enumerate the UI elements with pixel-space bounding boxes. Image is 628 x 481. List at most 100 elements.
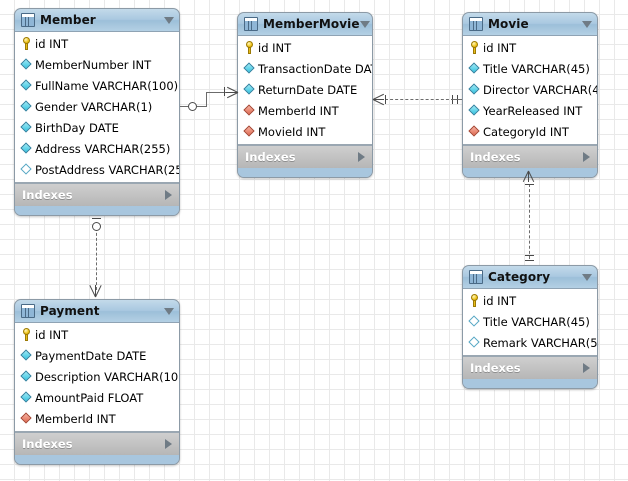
column-row[interactable]: Title VARCHAR(45) [463,311,597,332]
column-row[interactable]: Description VARCHAR(100) [15,366,179,387]
one-bar-icon [385,95,386,104]
table-title: Category [488,270,551,284]
column-row[interactable]: Remark VARCHAR(500) [463,332,597,353]
indexes-section-payment[interactable]: Indexes [15,432,179,455]
column-label: id INT [483,40,517,55]
column-label: MemberId INT [258,103,339,118]
column-row[interactable]: MovieId INT [238,121,372,142]
key-icon [21,37,32,50]
chevron-down-icon[interactable] [164,307,174,315]
chevron-right-icon[interactable] [358,152,365,162]
column-label: Title VARCHAR(45) [483,314,590,329]
table-title: Payment [40,304,100,318]
chevron-right-icon[interactable] [165,439,172,449]
table-title: Member [40,13,96,27]
table-header-member[interactable]: Member [15,9,179,32]
indexes-section-member[interactable]: Indexes [15,183,179,206]
one-bar-icon [92,218,101,219]
column-row[interactable]: Director VARCHAR(45) [463,79,597,100]
column-label: Remark VARCHAR(500) [483,335,598,350]
zero-or-one-circle-icon [92,222,101,231]
crow-foot-icon [226,86,239,99]
crow-foot-icon [522,170,535,184]
table-payment[interactable]: Payment id INT PaymentDate DATE Descript… [14,299,180,465]
diamond-blue-icon [469,83,480,96]
column-label: ReturnDate DATE [258,82,358,97]
chevron-down-icon[interactable] [164,16,174,24]
key-icon [21,328,32,341]
column-label: id INT [483,293,517,308]
chevron-down-icon[interactable] [359,20,370,28]
diamond-hollow-icon [469,315,480,328]
indexes-label: Indexes [470,361,521,375]
one-bar-icon [224,87,225,96]
diamond-blue-icon [21,370,32,383]
chevron-right-icon[interactable] [583,363,590,373]
column-row[interactable]: id INT [15,324,179,345]
key-icon [469,294,480,307]
table-columns-member: id INT MemberNumber INT FullName VARCHAR… [15,32,179,183]
column-row[interactable]: AmountPaid FLOAT [15,387,179,408]
column-row[interactable]: id INT [463,37,597,58]
indexes-section-movie[interactable]: Indexes [463,145,597,168]
column-label: TransactionDate DATE [258,61,373,76]
indexes-label: Indexes [22,437,73,451]
indexes-section-category[interactable]: Indexes [463,356,597,379]
table-member[interactable]: Member id INT MemberNumber INT FullName … [14,8,180,216]
table-header-membermovie[interactable]: MemberMovie [238,13,372,36]
chevron-right-icon[interactable] [583,152,590,162]
column-row[interactable]: id INT [15,33,179,54]
column-row[interactable]: PostAddress VARCHAR(255) [15,159,179,180]
column-row[interactable]: Gender VARCHAR(1) [15,96,179,117]
table-icon [21,13,35,27]
one-bar-icon [525,260,534,261]
indexes-section-membermovie[interactable]: Indexes [238,145,372,168]
indexes-label: Indexes [245,150,296,164]
zero-or-one-circle-icon [188,102,197,111]
column-row[interactable]: BirthDay DATE [15,117,179,138]
diamond-blue-icon [21,58,32,71]
chevron-down-icon[interactable] [582,20,592,28]
table-movie[interactable]: Movie id INT Title VARCHAR(45) Director … [462,12,598,178]
column-row[interactable]: Address VARCHAR(255) [15,138,179,159]
column-row[interactable]: MemberId INT [15,408,179,429]
diamond-blue-icon [469,104,480,117]
column-label: id INT [35,327,69,342]
table-title: MemberMovie [263,17,360,31]
key-icon [244,41,255,54]
chevron-down-icon[interactable] [582,273,592,281]
table-membermovie[interactable]: MemberMovie id INT TransactionDate DATE … [237,12,373,178]
column-row[interactable]: FullName VARCHAR(100) [15,75,179,96]
indexes-label: Indexes [470,150,521,164]
table-icon [21,304,35,318]
column-row[interactable]: id INT [463,290,597,311]
one-bar-icon [525,184,534,185]
column-label: Gender VARCHAR(1) [35,99,153,114]
column-row[interactable]: TransactionDate DATE [238,58,372,79]
column-row[interactable]: PaymentDate DATE [15,345,179,366]
column-label: MemberNumber INT [35,57,152,72]
crow-foot-icon [372,93,385,106]
column-row[interactable]: CategoryId INT [463,121,597,142]
one-bar-icon [525,255,534,256]
key-icon [469,41,480,54]
table-header-category[interactable]: Category [463,266,597,289]
chevron-right-icon[interactable] [165,190,172,200]
column-row[interactable]: ReturnDate DATE [238,79,372,100]
column-label: BirthDay DATE [35,120,119,135]
column-label: MemberId INT [35,411,116,426]
table-footer [463,379,597,388]
column-label: id INT [35,36,69,51]
column-row[interactable]: Title VARCHAR(45) [463,58,597,79]
table-header-movie[interactable]: Movie [463,13,597,36]
column-row[interactable]: MemberNumber INT [15,54,179,75]
diamond-blue-icon [21,391,32,404]
indexes-label: Indexes [22,188,73,202]
column-row[interactable]: MemberId INT [238,100,372,121]
table-header-payment[interactable]: Payment [15,300,179,323]
column-row[interactable]: id INT [238,37,372,58]
column-row[interactable]: YearReleased INT [463,100,597,121]
table-category[interactable]: Category id INT Title VARCHAR(45) Remark… [462,265,598,389]
table-icon [469,17,483,31]
